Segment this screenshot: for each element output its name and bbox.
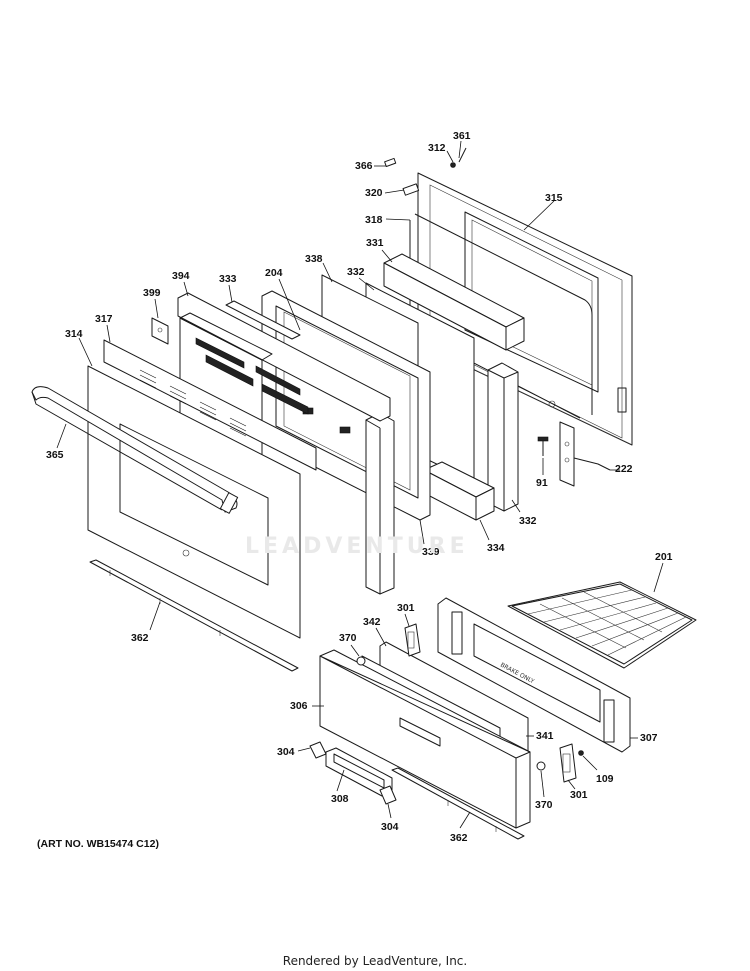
callout-201: 201 — [655, 551, 673, 563]
part-109-screw — [578, 750, 584, 756]
callout-306: 306 — [290, 700, 308, 712]
part-314-outer-door — [87, 365, 301, 639]
part-317-vent-grille — [103, 339, 317, 471]
callout-334: 334 — [487, 542, 505, 554]
part-333-bracket — [225, 300, 301, 340]
callout-320: 320 — [365, 187, 383, 199]
callout-366: 366 — [355, 160, 373, 172]
part-304-handle-cap-right — [379, 785, 397, 805]
part-370-bumper-left — [356, 656, 366, 666]
part-362-trim-lower — [391, 767, 525, 840]
callout-399: 399 — [143, 287, 161, 299]
callout-332-top: 332 — [347, 266, 365, 278]
callout-338: 338 — [305, 253, 323, 265]
part-222-hinge — [559, 421, 611, 487]
callout-314: 314 — [65, 328, 83, 340]
part-365-door-handle — [31, 386, 239, 514]
part-320-spacer — [402, 183, 420, 196]
callout-332-side: 332 — [519, 515, 537, 527]
callout-307: 307 — [640, 732, 658, 744]
callout-318: 318 — [365, 214, 383, 226]
callout-304-right: 304 — [381, 821, 399, 833]
callout-304-left: 304 — [277, 746, 295, 758]
part-370-bumper-right — [536, 761, 546, 771]
callout-361: 361 — [453, 130, 471, 142]
part-361-screw — [458, 147, 467, 163]
callout-301-lower: 301 — [570, 789, 588, 801]
callout-394: 394 — [172, 270, 190, 282]
callout-109: 109 — [596, 773, 614, 785]
art-number: (ART NO. WB15474 C12) — [37, 838, 159, 850]
callout-312: 312 — [428, 142, 446, 154]
part-362-trim-upper — [89, 559, 299, 672]
part-399-hinge-bracket — [151, 317, 169, 345]
part-301-slide-lower — [559, 743, 577, 783]
footer-credit: Rendered by LeadVenture, Inc. — [282, 954, 468, 968]
part-304-handle-cap-left — [309, 741, 327, 759]
callout-204: 204 — [265, 267, 283, 279]
callout-333: 333 — [219, 273, 237, 285]
callout-308: 308 — [331, 793, 349, 805]
callout-362-upper: 362 — [131, 632, 149, 644]
callout-370-upper: 370 — [339, 632, 357, 644]
callout-91: 91 — [536, 477, 548, 489]
callout-365: 365 — [46, 449, 64, 461]
part-307-drawer-back: BRAKE ONLY — [437, 597, 631, 753]
part-332-insulation-side — [487, 362, 519, 512]
part-91-screw — [537, 436, 549, 456]
watermark: LEADVENTURE — [245, 534, 469, 559]
callout-labels: 361 312 366 320 315 318 331 338 204 394 … — [46, 130, 673, 844]
part-312-clip — [450, 162, 456, 168]
callout-362-lower: 362 — [450, 832, 468, 844]
callout-339: 339 — [422, 546, 440, 558]
part-306-drawer-front — [319, 649, 531, 829]
part-201-oven-rack — [507, 581, 697, 669]
part-334-insulation-bottom — [423, 461, 495, 521]
callout-315: 315 — [545, 192, 563, 204]
part-301-slide-upper — [404, 623, 421, 657]
leader-lines — [56, 140, 664, 829]
callout-331: 331 — [366, 237, 384, 249]
callout-341: 341 — [536, 730, 554, 742]
callout-301-upper: 301 — [397, 602, 415, 614]
callout-342: 342 — [363, 616, 381, 628]
callout-370-lower: 370 — [535, 799, 553, 811]
callout-222: 222 — [615, 463, 633, 475]
callout-317: 317 — [95, 313, 113, 325]
part-366-pin — [384, 157, 397, 168]
part-332-insulation-top — [383, 253, 525, 351]
